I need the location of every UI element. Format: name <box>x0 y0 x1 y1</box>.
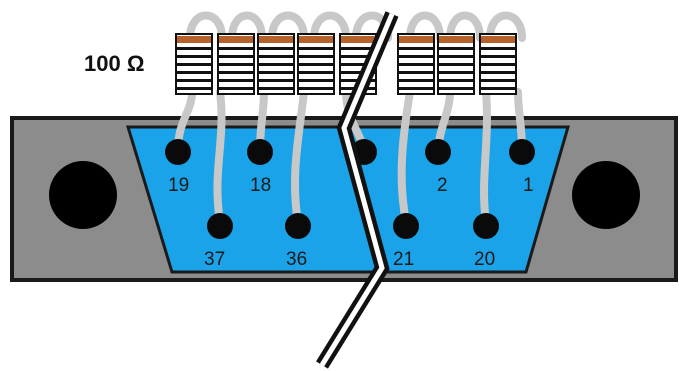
resistor-stripe <box>177 79 211 82</box>
resistor <box>479 33 517 95</box>
resistor-stripe <box>259 63 293 66</box>
pin-18 <box>247 139 273 165</box>
resistor-stripe <box>481 47 515 50</box>
wire-loop-4 <box>310 11 350 42</box>
wire-loop-7 <box>446 11 484 42</box>
resistor-band <box>399 36 433 43</box>
pin-2 <box>425 139 451 165</box>
resistor-stripe <box>399 79 433 82</box>
pin-36 <box>285 213 311 239</box>
resistor-stripe <box>341 47 375 50</box>
wire-loop-2 <box>228 11 266 42</box>
resistor-stripe <box>399 63 433 66</box>
break-line-inner <box>319 13 395 367</box>
resistor-stripe <box>259 79 293 82</box>
resistor-stripe <box>439 71 473 74</box>
pin-label-19: 19 <box>168 175 189 196</box>
wire-loop-8 <box>486 11 526 42</box>
pin-37 <box>207 213 233 239</box>
resistor-band <box>259 36 293 43</box>
resistor-band <box>219 36 253 43</box>
resistor-band <box>299 36 333 43</box>
wire-loop-1 <box>186 11 226 42</box>
resistor-stripe <box>219 71 253 74</box>
resistor <box>397 33 435 95</box>
resistor-stripe <box>219 87 253 90</box>
resistor-stripe <box>177 71 211 74</box>
resistor-stripe <box>439 87 473 90</box>
resistor-stripe <box>341 63 375 66</box>
resistor <box>217 33 255 95</box>
resistor-band <box>341 36 375 43</box>
resistor-stripe <box>299 47 333 50</box>
wire-pin37 <box>213 88 226 226</box>
resistor-stripe <box>219 79 253 82</box>
resistor-stripe <box>219 47 253 50</box>
resistor-stripe <box>177 55 211 58</box>
pin-1 <box>509 139 535 165</box>
resistor-stripe <box>341 55 375 58</box>
resistor <box>297 33 335 95</box>
mounting-hole-right <box>572 161 640 229</box>
resistor-band <box>177 36 211 43</box>
resistor-value-label: 100 Ω <box>84 51 144 76</box>
pin-label-21: 21 <box>393 249 414 270</box>
resistor <box>437 33 475 95</box>
resistor-stripe <box>341 71 375 74</box>
resistor-stripe <box>177 87 211 90</box>
pin-label-2: 2 <box>437 175 448 196</box>
pin-label-36: 36 <box>286 249 307 270</box>
resistor-stripe <box>481 55 515 58</box>
resistor-stripe <box>399 55 433 58</box>
wire-pin21 <box>397 88 414 226</box>
pin-21 <box>393 213 419 239</box>
resistor-stripe <box>299 79 333 82</box>
resistor <box>175 33 213 95</box>
resistor-stripe <box>219 55 253 58</box>
resistor-stripe <box>399 87 433 90</box>
resistor-band <box>481 36 515 43</box>
wire-loop-3 <box>268 11 308 42</box>
resistor-stripe <box>299 63 333 66</box>
pin-label-37: 37 <box>204 249 225 270</box>
resistor-stripe <box>299 87 333 90</box>
resistor-band <box>439 36 473 43</box>
resistor <box>257 33 295 95</box>
resistor-stripe <box>439 47 473 50</box>
resistor-stripe <box>219 63 253 66</box>
pin-20 <box>473 213 499 239</box>
resistor-stripe <box>481 71 515 74</box>
wire-loop-6 <box>406 11 444 42</box>
resistor-stripe <box>177 47 211 50</box>
resistor-stripe <box>481 79 515 82</box>
resistor-stripe <box>299 71 333 74</box>
pin-label-1: 1 <box>523 175 534 196</box>
resistor-stripe <box>177 63 211 66</box>
wire-pin20 <box>480 88 491 226</box>
wire-pin36 <box>291 88 308 226</box>
resistor-stripe <box>439 55 473 58</box>
mounting-hole-left <box>49 161 117 229</box>
pin-label-20: 20 <box>474 249 495 270</box>
resistor-stripe <box>299 55 333 58</box>
resistor-stripe <box>399 71 433 74</box>
resistor-array <box>175 33 517 95</box>
resistor-stripe <box>481 63 515 66</box>
resistor-stripe <box>439 79 473 82</box>
resistor-stripe <box>439 63 473 66</box>
resistor-stripe <box>259 87 293 90</box>
resistor-stripe <box>259 55 293 58</box>
break-mark <box>316 11 399 369</box>
pin-19 <box>165 139 191 165</box>
resistor-stripe <box>399 47 433 50</box>
pin-label-18: 18 <box>250 175 271 196</box>
resistor-stripe <box>259 47 293 50</box>
resistor-stripe <box>259 71 293 74</box>
connector-insert <box>125 125 570 274</box>
resistor-stripe <box>481 87 515 90</box>
